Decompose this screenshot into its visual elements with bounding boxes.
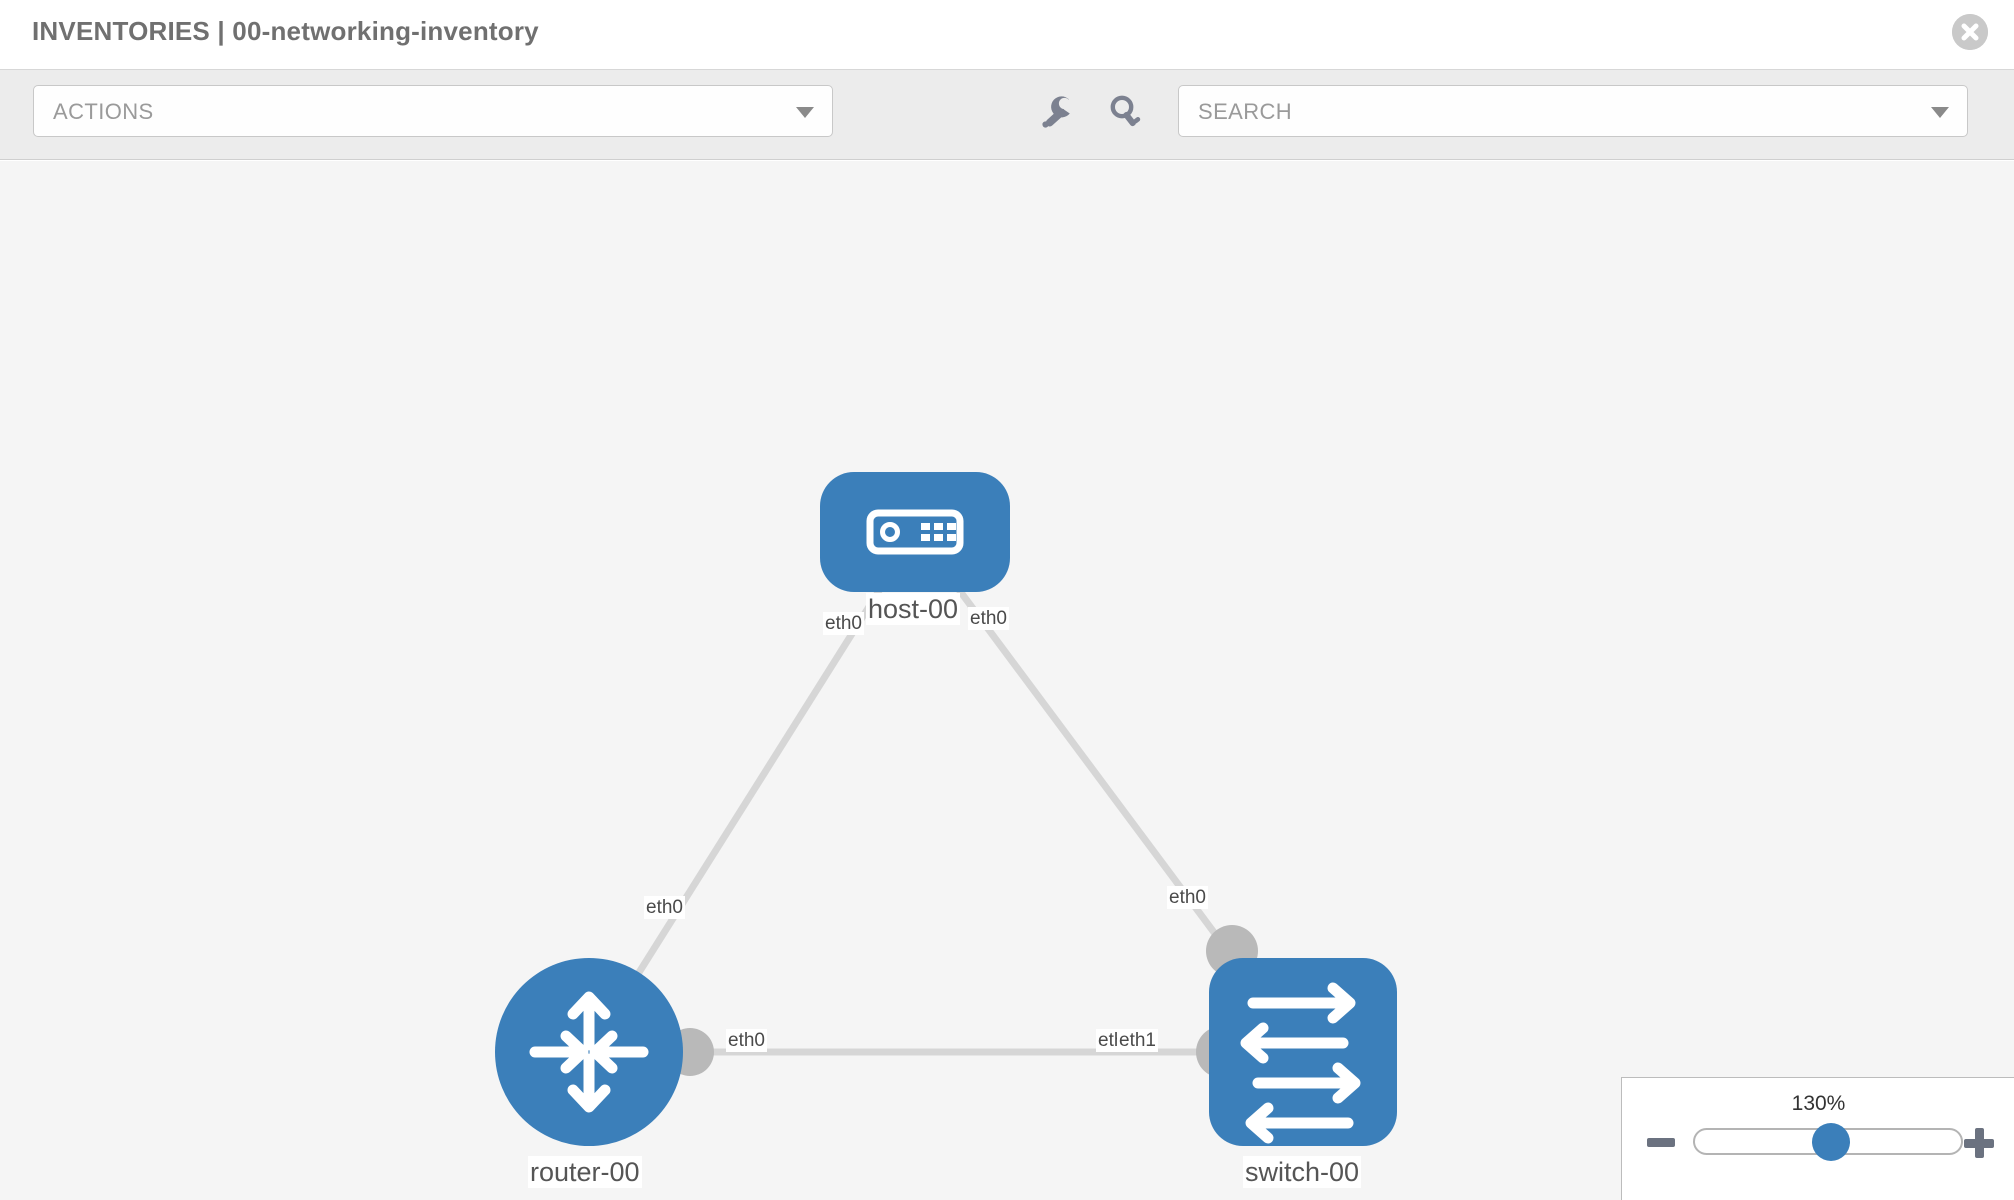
server-icon xyxy=(866,509,964,555)
page-title: INVENTORIES | 00-networking-inventory xyxy=(32,16,539,46)
close-icon[interactable] xyxy=(1952,14,1988,50)
actions-dropdown-label: ACTIONS xyxy=(53,99,154,124)
actions-dropdown[interactable]: ACTIONS xyxy=(33,85,833,137)
zoom-slider[interactable] xyxy=(1693,1123,1963,1161)
node-switch-00[interactable] xyxy=(1209,958,1397,1146)
iface-label-host-right: eth0 xyxy=(968,607,1009,630)
zoom-slider-handle[interactable] xyxy=(1812,1123,1850,1161)
minus-icon[interactable] xyxy=(1647,1138,1675,1147)
zoom-control-panel: 130% xyxy=(1621,1077,2014,1200)
key-icon[interactable] xyxy=(1104,90,1148,134)
node-host-00[interactable] xyxy=(820,472,1010,592)
topology-canvas[interactable]: host-00 router-00 switch-00 eth0 eth0 et… xyxy=(0,161,2014,1200)
chevron-down-icon xyxy=(796,107,814,118)
iface-label-router-up: eth0 xyxy=(644,896,685,919)
zoom-level-value: 130% xyxy=(1791,1092,1846,1115)
wrench-icon[interactable] xyxy=(1036,90,1080,134)
node-label-router: router-00 xyxy=(528,1156,642,1188)
search-input[interactable]: SEARCH xyxy=(1178,85,1968,137)
router-arrows-icon xyxy=(529,991,649,1113)
link-endpoints xyxy=(666,547,1258,1078)
node-label-host: host-00 xyxy=(866,593,961,625)
iface-label-router-right: eth0 xyxy=(726,1029,767,1052)
chevron-down-icon[interactable] xyxy=(1931,107,1949,118)
node-router-00[interactable] xyxy=(495,958,683,1146)
plus-icon[interactable] xyxy=(1964,1128,1994,1158)
switch-arrows-icon xyxy=(1240,982,1361,1144)
iface-label-switch-up: eth0 xyxy=(1167,886,1208,909)
topology-graph xyxy=(495,472,1397,1146)
page-header: INVENTORIES | 00-networking-inventory xyxy=(0,0,2014,70)
iface-label-switch-left: eth1 xyxy=(1117,1029,1158,1052)
node-label-switch: switch-00 xyxy=(1243,1156,1362,1188)
iface-label-host-left: eth0 xyxy=(823,612,864,635)
search-placeholder: SEARCH xyxy=(1198,99,1293,124)
